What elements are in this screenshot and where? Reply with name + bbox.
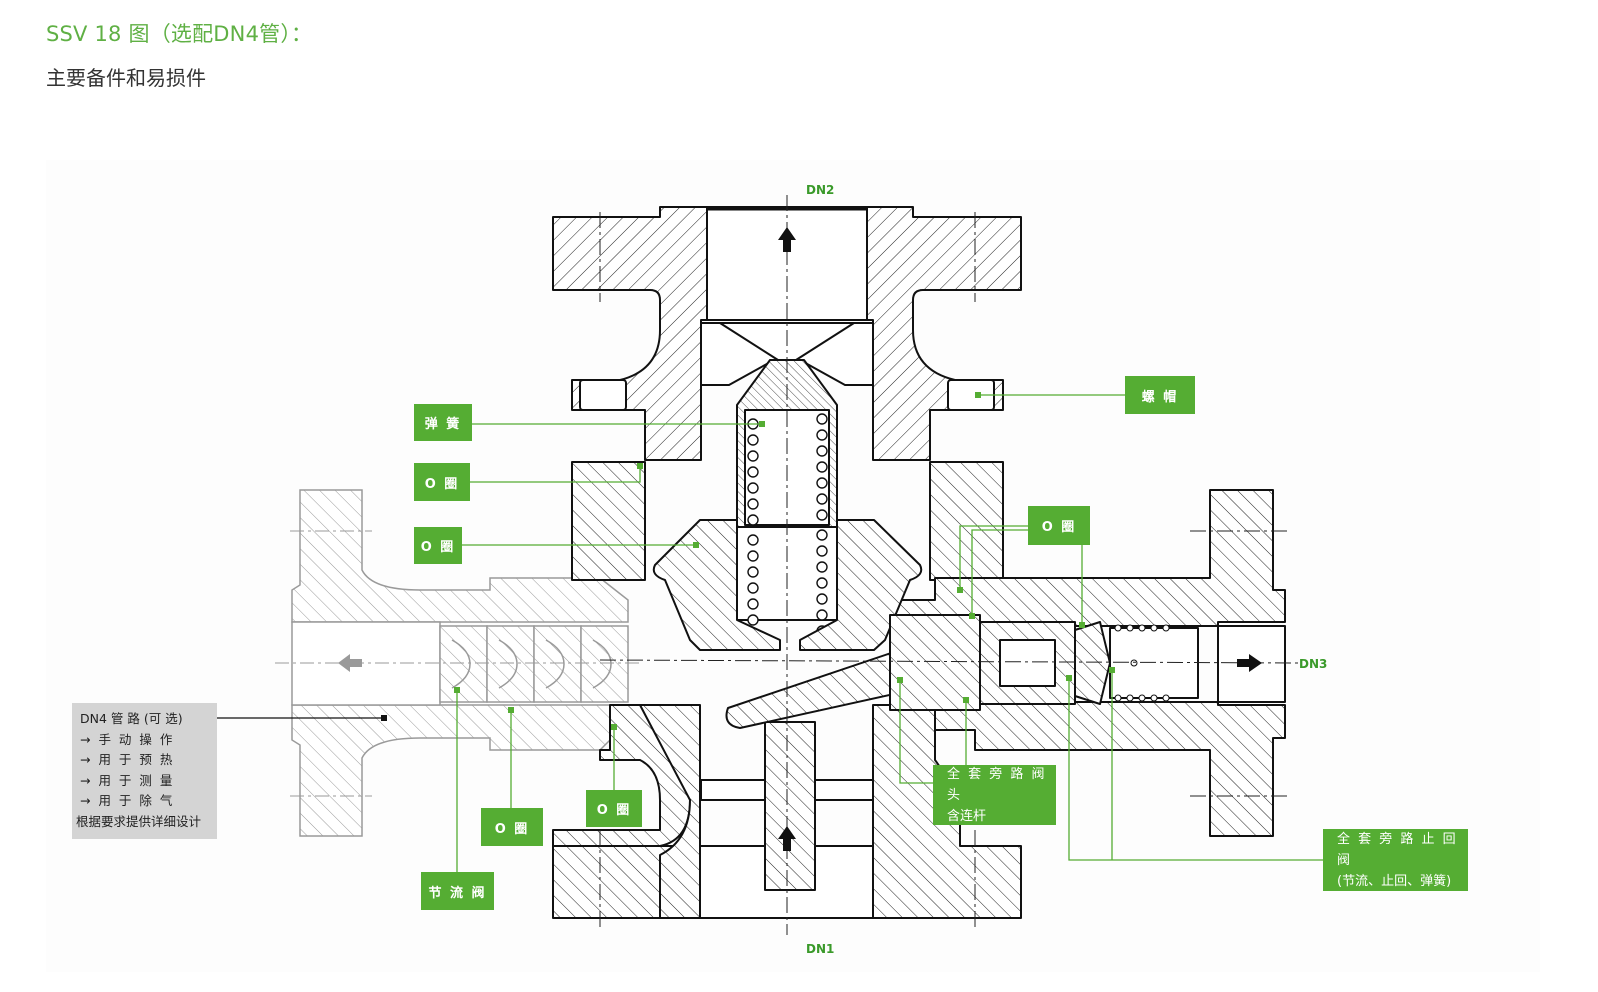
callout-spring: 弹 簧 xyxy=(414,404,472,441)
leader-lines xyxy=(456,394,1323,872)
note-item: → 用 于 除 气 xyxy=(80,793,175,808)
callout-oring-2: O 圈 xyxy=(414,527,462,564)
callout-oring-bottom-2: O 圈 xyxy=(586,790,642,827)
flow-arrow-right-icon xyxy=(1237,654,1262,672)
page-subtitle: 主要备件和易损件 xyxy=(46,66,206,90)
callout-oring-bottom-1: O 圈 xyxy=(481,808,543,846)
callout-bypass-head: 全 套 旁 路 阀 头 含连杆 xyxy=(933,765,1056,825)
note-footer: 根据要求提供详细设计 xyxy=(76,813,202,829)
flow-arrow-left-icon xyxy=(338,654,362,672)
callout-bypass-check-valve: 全 套 旁 路 止 回 阀 (节流、止回、弹簧) xyxy=(1323,829,1468,891)
note-item: → 手 动 操 作 xyxy=(80,731,175,747)
throttle-stack xyxy=(439,625,629,703)
callout-bypass-head-line1: 全 套 旁 路 阀 头 xyxy=(947,766,1047,803)
spring-coils xyxy=(747,413,828,642)
callout-bypass-check-line1: 全 套 旁 路 止 回 阀 xyxy=(1337,831,1458,868)
port-label-dn1: DN1 xyxy=(806,942,835,956)
check-spring-coils xyxy=(1114,624,1170,702)
note-heading: DN4 管 路 (可 选) xyxy=(80,711,183,726)
valve-body xyxy=(552,195,1301,935)
flow-arrow-up-icon xyxy=(778,227,796,252)
callout-bypass-check-line2: (节流、止回、弹簧) xyxy=(1337,873,1452,889)
callout-oring-1: O 圈 xyxy=(414,463,470,501)
page-title: SSV 18 图（选配DN4管）： xyxy=(46,22,313,46)
port-label-dn2: DN2 xyxy=(806,183,835,197)
callout-bypass-head-line2: 含连杆 xyxy=(947,808,987,824)
note-item: → 用 于 测 量 xyxy=(80,772,175,788)
dn4-leader xyxy=(217,715,387,721)
note-item: → 用 于 预 热 xyxy=(80,752,175,767)
dn4-note-box: DN4 管 路 (可 选) → 手 动 操 作 → 用 于 预 热 → 用 于 … xyxy=(72,703,217,839)
dn4-pipe xyxy=(275,489,640,837)
leader-dots xyxy=(454,392,1115,730)
callout-throttle: 节 流 阀 xyxy=(421,872,494,910)
port-label-dn3: DN3 xyxy=(1299,657,1328,671)
flow-arrow-up-bottom-icon xyxy=(778,826,796,851)
callout-oring-right: O 圈 xyxy=(1028,506,1090,545)
callout-nut: 螺 帽 xyxy=(1125,376,1195,414)
